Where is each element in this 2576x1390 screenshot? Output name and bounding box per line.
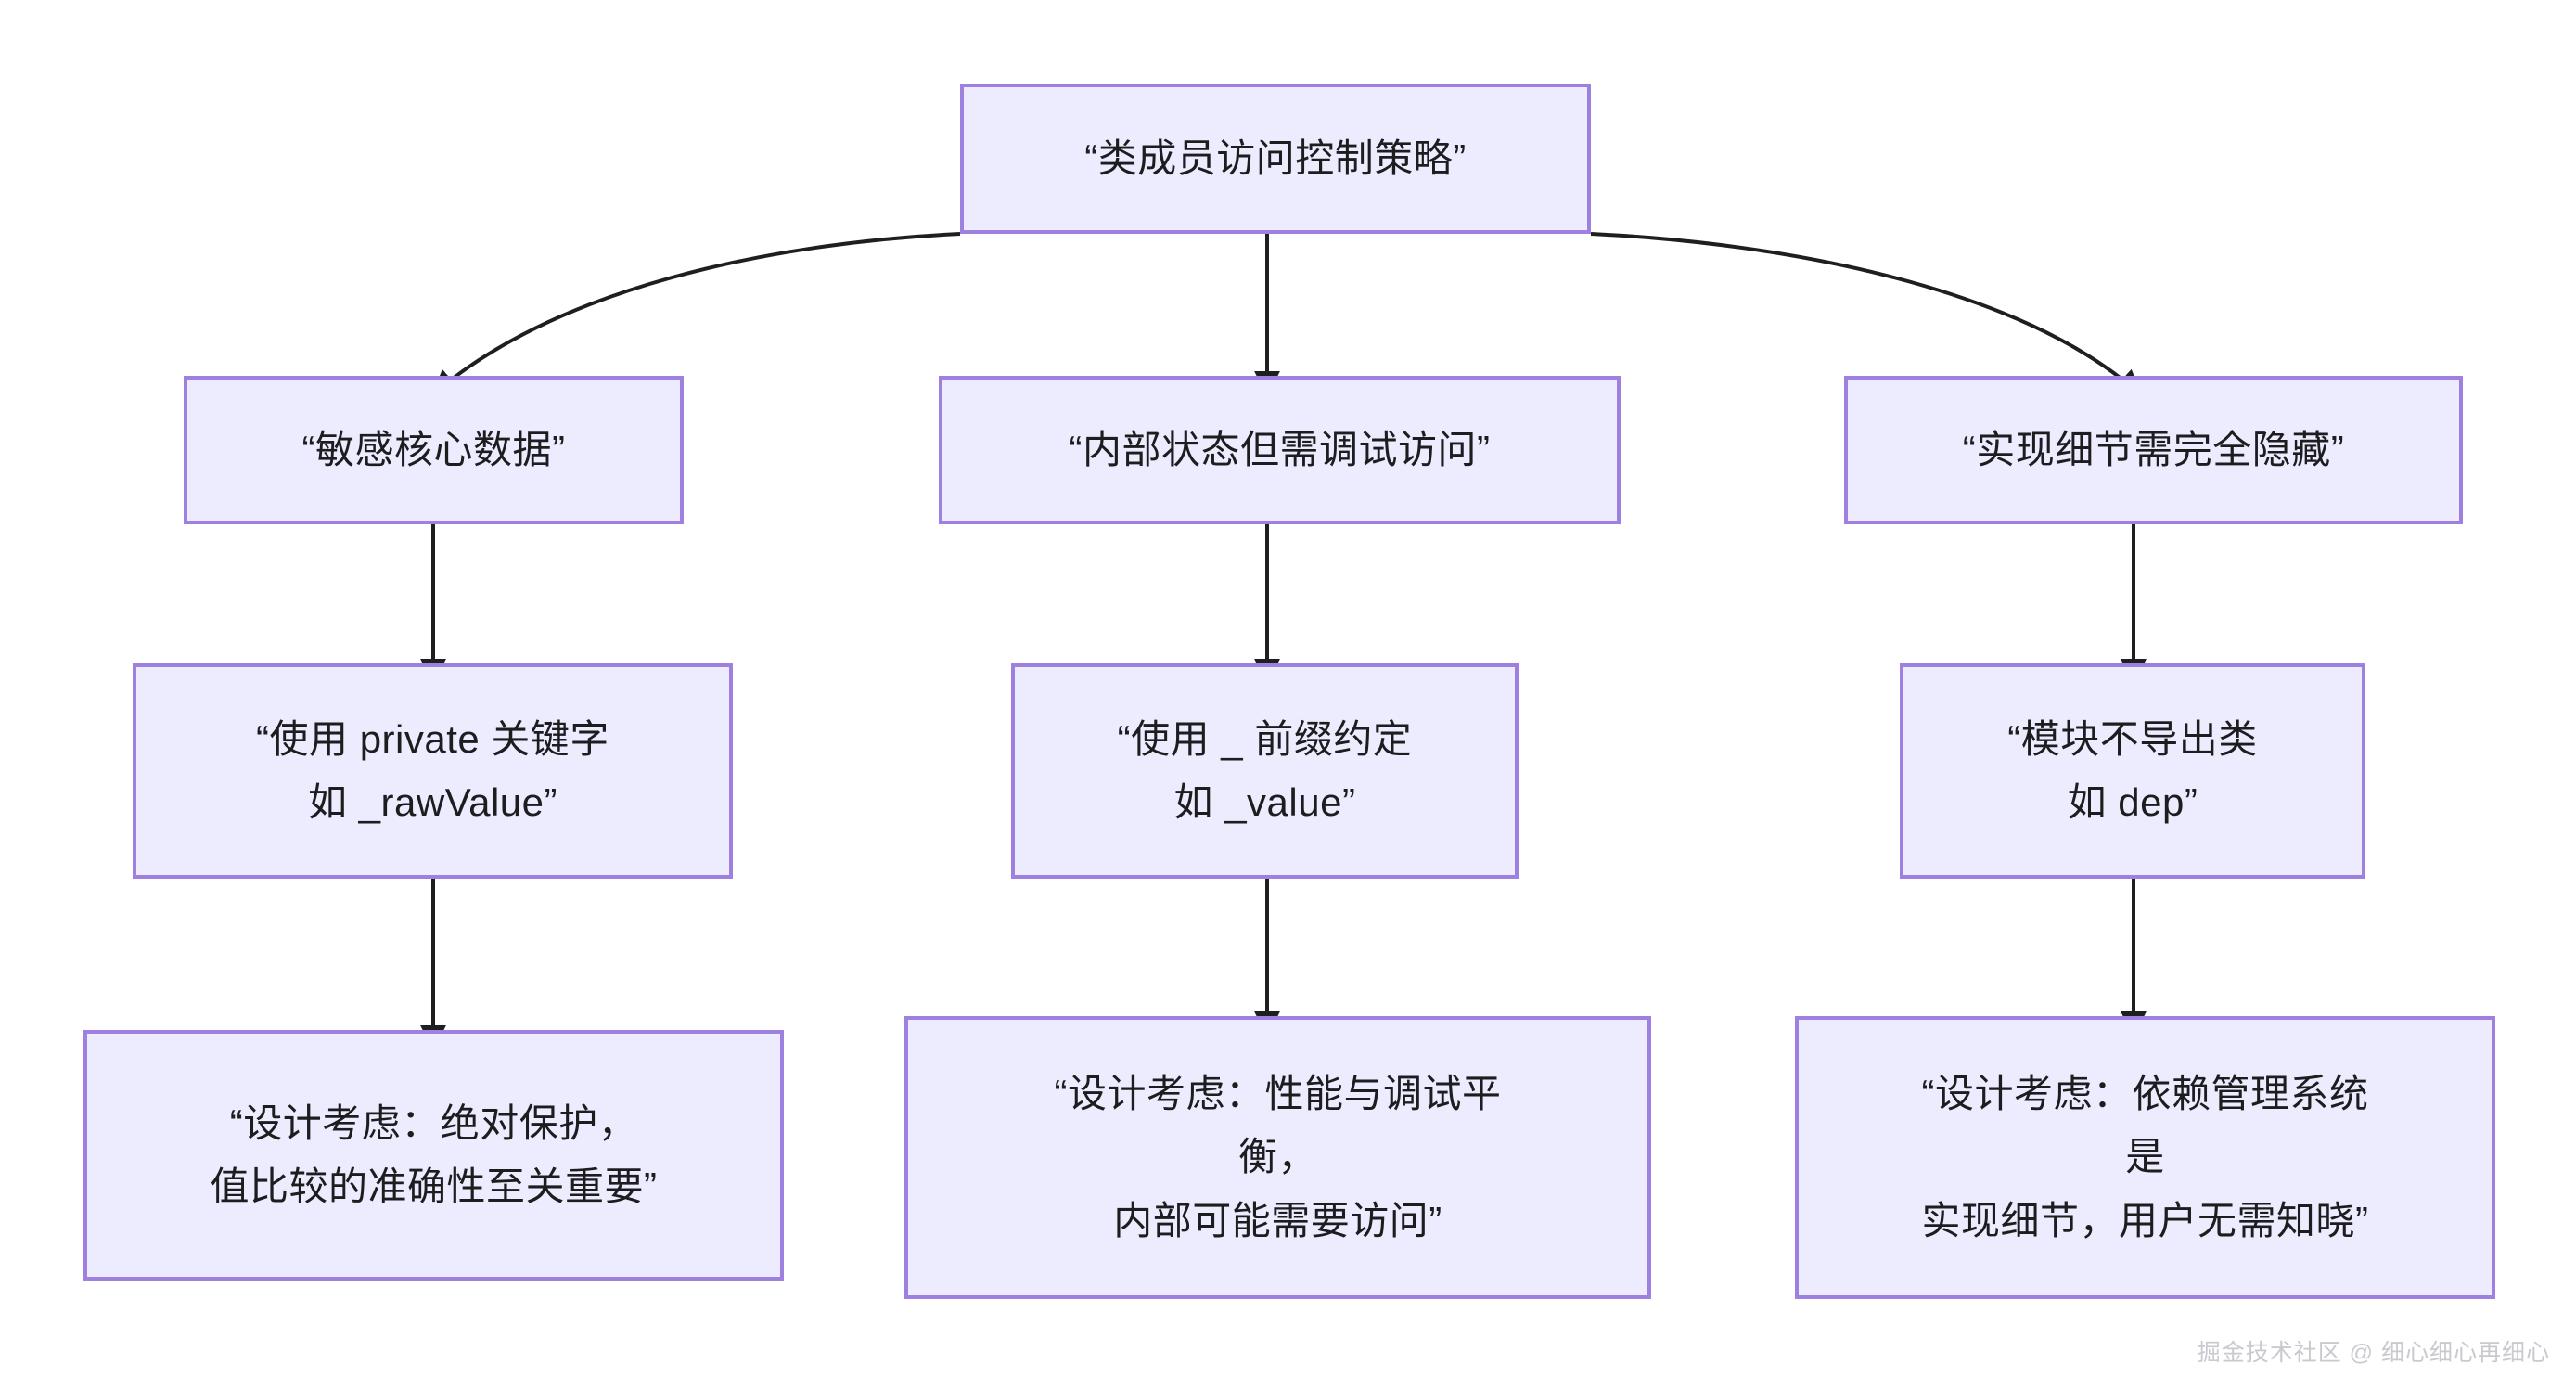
node-method-left[interactable]: “使用 private 关键字 如 _rawValue” — [133, 663, 733, 879]
node-branch-left-label: “敏感核心数据” — [301, 427, 566, 471]
node-method-middle-label: “使用 _ 前缀约定 如 _value” — [1117, 716, 1413, 824]
node-root[interactable]: “类成员访问控制策略” — [960, 84, 1591, 234]
node-method-left-label: “使用 private 关键字 如 _rawValue” — [256, 716, 609, 824]
node-root-label: “类成员访问控制策略” — [1084, 135, 1467, 180]
node-consideration-left-label: “设计考虑：绝对保护， 值比较的准确性至关重要” — [210, 1100, 658, 1208]
node-branch-middle-label: “内部状态但需调试访问” — [1069, 427, 1491, 471]
node-branch-right-label: “实现细节需完全隐藏” — [1962, 427, 2345, 471]
node-consideration-right-label: “设计考虑：依赖管理系统 是 实现细节，用户无需知晓” — [1921, 1072, 2369, 1242]
node-branch-right[interactable]: “实现细节需完全隐藏” — [1844, 376, 2463, 524]
watermark: 掘金技术社区 @ 细心细心再细心 — [2197, 1340, 2550, 1366]
edge-root-to-right — [1590, 232, 2143, 396]
node-method-middle[interactable]: “使用 _ 前缀约定 如 _value” — [1011, 663, 1519, 879]
node-method-right[interactable]: “模块不导出类 如 dep” — [1900, 663, 2365, 879]
node-branch-left[interactable]: “敏感核心数据” — [184, 376, 684, 524]
node-consideration-right[interactable]: “设计考虑：依赖管理系统 是 实现细节，用户无需知晓” — [1795, 1016, 2495, 1299]
node-consideration-middle-label: “设计考虑：性能与调试平 衡， 内部可能需要访问” — [1054, 1072, 1502, 1242]
node-consideration-middle[interactable]: “设计考虑：性能与调试平 衡， 内部可能需要访问” — [904, 1016, 1651, 1299]
edge-root-to-left — [430, 232, 961, 396]
node-method-right-label: “模块不导出类 如 dep” — [2007, 716, 2258, 824]
node-consideration-left[interactable]: “设计考虑：绝对保护， 值比较的准确性至关重要” — [83, 1030, 784, 1281]
node-branch-middle[interactable]: “内部状态但需调试访问” — [939, 376, 1621, 524]
